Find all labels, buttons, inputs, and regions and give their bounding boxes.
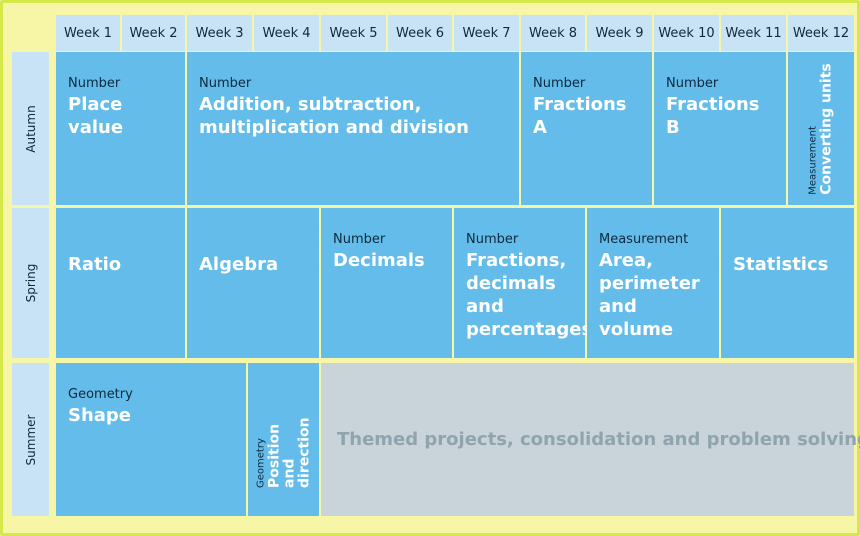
block-title: Converting units <box>818 62 835 195</box>
block-strand: Geometry <box>68 387 133 402</box>
term-label: Summer <box>23 414 38 465</box>
block-strand: Number <box>466 232 519 247</box>
block-themed-projects: Themed projects, consolidation and probl… <box>321 363 860 516</box>
block-four-operations: Number Addition, subtraction, multiplica… <box>187 52 519 205</box>
week-header-2: Week 2 <box>122 15 185 51</box>
block-position-and-direction: Geometry Position and direction <box>248 363 319 516</box>
block-fractions-a: Number Fractions A <box>521 52 652 205</box>
week-header-3: Week 3 <box>187 15 252 51</box>
term-autumn: Autumn <box>12 52 49 205</box>
week-header-1: Week 1 <box>56 15 120 51</box>
block-strand: Number <box>533 76 586 91</box>
block-title: Algebra <box>199 254 279 275</box>
week-header-8: Week 8 <box>521 15 585 51</box>
block-fractions-decimals-percentages: Number Fractions, decimals and percentag… <box>454 208 593 358</box>
block-title: Shape <box>68 405 132 426</box>
week-header-10: Week 10 <box>654 15 719 51</box>
block-title: Fractions, decimals and percentages <box>466 250 593 340</box>
week-header-12: Week 12 <box>788 15 854 51</box>
block-algebra: Algebra <box>187 208 319 358</box>
block-title: Place value <box>68 94 124 138</box>
block-strand: Measurement <box>599 232 689 247</box>
block-ratio: Ratio <box>56 208 185 358</box>
block-place-value: Number Place value <box>56 52 185 205</box>
block-strand: Number <box>666 76 719 91</box>
block-converting-units: Measurement Converting units <box>788 52 854 205</box>
block-title: Addition, subtraction, multiplication an… <box>199 94 469 138</box>
block-title: Position and direction <box>266 416 312 488</box>
term-summer: Summer <box>12 363 49 516</box>
block-title: Fractions B <box>666 94 760 138</box>
term-spring: Spring <box>12 208 49 358</box>
week-header-5: Week 5 <box>321 15 386 51</box>
week-header-9: Week 9 <box>587 15 652 51</box>
block-statistics: Statistics <box>721 208 854 358</box>
block-fractions-b: Number Fractions B <box>654 52 786 205</box>
block-title: Ratio <box>68 254 122 275</box>
week-header-7: Week 7 <box>454 15 519 51</box>
block-strand: Number <box>199 76 252 91</box>
week-header-4: Week 4 <box>254 15 319 51</box>
block-title: Fractions A <box>533 94 627 138</box>
block-shape: Geometry Shape <box>56 363 246 516</box>
block-strand: Geometry <box>255 437 266 488</box>
week-header-11: Week 11 <box>721 15 786 51</box>
term-label: Autumn <box>23 104 38 153</box>
block-title: Decimals <box>333 250 425 271</box>
block-title: Area, perimeter and volume <box>599 250 700 340</box>
block-title: Statistics <box>733 254 829 275</box>
block-title: Themed projects, consolidation and probl… <box>337 429 860 450</box>
term-label: Spring <box>23 263 38 303</box>
block-strand: Number <box>333 232 386 247</box>
block-strand: Number <box>68 76 121 91</box>
week-header-6: Week 6 <box>388 15 452 51</box>
block-area-perimeter-volume: Measurement Area, perimeter and volume <box>587 208 719 358</box>
block-decimals: Number Decimals <box>321 208 452 358</box>
